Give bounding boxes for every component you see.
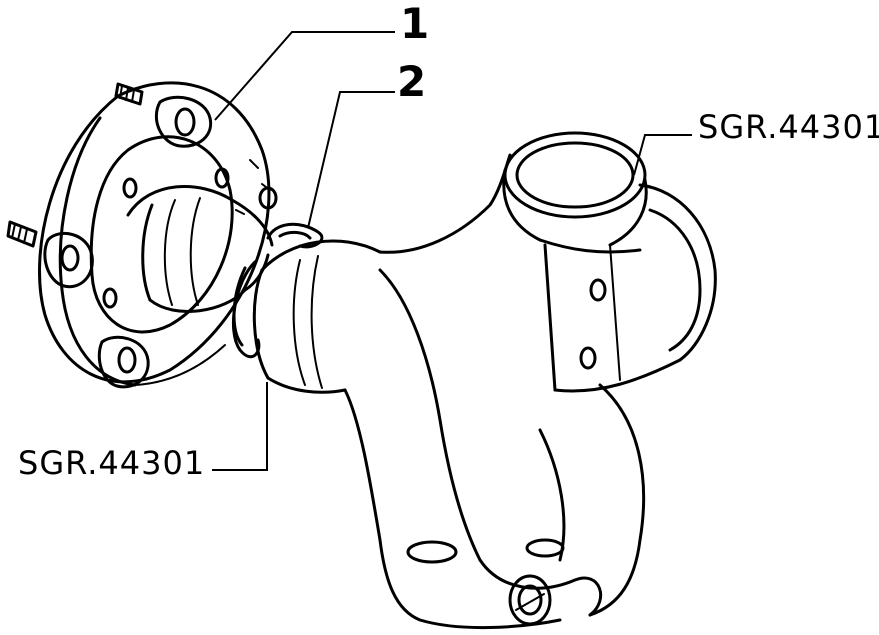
hub-flange — [6, 81, 278, 389]
callout-2-label: 2 — [397, 57, 426, 106]
callout-2: 2 — [307, 57, 426, 229]
callout-1-leader — [214, 31, 395, 121]
callout-2-leader — [307, 91, 395, 229]
reference-right: SGR.44301 — [633, 108, 879, 176]
reference-left: SGR.44301 — [18, 382, 268, 482]
knuckle-housing — [235, 131, 717, 630]
reference-left-leader — [212, 382, 268, 471]
callout-1: 1 — [214, 0, 429, 121]
snap-ring — [232, 222, 324, 359]
reference-left-label: SGR.44301 — [18, 444, 205, 482]
callout-1-label: 1 — [400, 0, 429, 48]
reference-right-label: SGR.44301 — [698, 108, 879, 146]
reference-right-leader — [633, 134, 692, 176]
